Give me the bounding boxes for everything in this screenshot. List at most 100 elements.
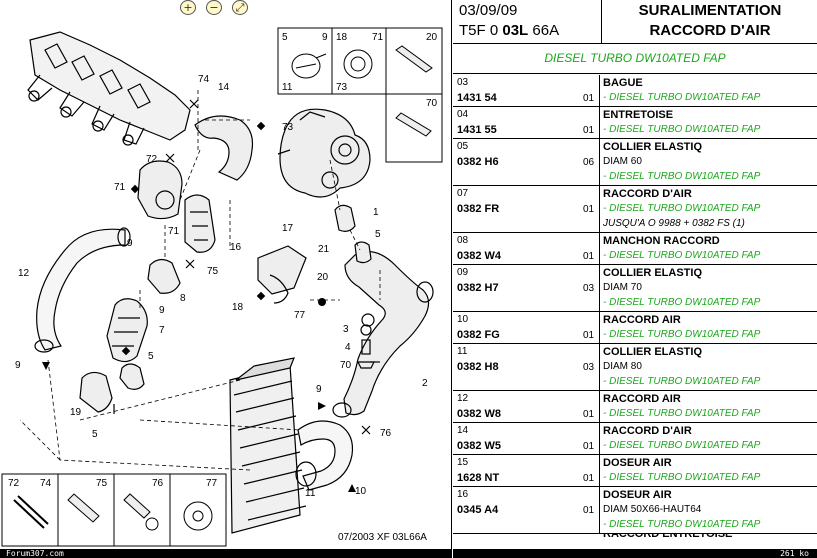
part-index: 09 bbox=[457, 267, 469, 278]
column-divider bbox=[599, 265, 600, 311]
zoom-fit-icon[interactable]: ⤢ bbox=[232, 0, 248, 15]
callout-7: 7 bbox=[159, 325, 165, 336]
callout-11: 11 bbox=[305, 488, 316, 499]
part-index: 16 bbox=[457, 489, 469, 500]
part-reference[interactable]: 0382 FR bbox=[457, 203, 500, 215]
part-reference[interactable]: 0382 H8 bbox=[457, 361, 499, 373]
part-reference[interactable]: 0382 W4 bbox=[457, 250, 502, 262]
exploded-diagram: 74 14 73 72 71 9 71 16 75 17 21 12 8 20 … bbox=[1, 27, 443, 547]
column-divider bbox=[599, 487, 600, 533]
part-detail-line: - DIESEL TURBO DW10ATED FAP bbox=[603, 92, 761, 103]
part-row[interactable]: 09 0382 H7 03 COLLIER ELASTIQ DIAM 70 - DIESE… bbox=[453, 265, 817, 312]
part-reference[interactable]: 1431 55 bbox=[457, 124, 497, 136]
svg-text:70: 70 bbox=[426, 98, 438, 109]
header-divider bbox=[601, 0, 602, 44]
column-divider bbox=[599, 455, 600, 486]
callout-75: 75 bbox=[207, 266, 219, 277]
part-detail-line: - DIESEL TURBO DW10ATED FAP bbox=[603, 376, 761, 387]
svg-text:20: 20 bbox=[426, 32, 438, 43]
column-divider bbox=[599, 186, 600, 232]
part-description: RACCORD D'AIR- DIESEL TURBO DW10ATED FAP bbox=[603, 424, 815, 453]
part-reference[interactable]: 0382 FG bbox=[457, 329, 500, 341]
file-size: 261 ko bbox=[780, 549, 809, 558]
part-reference[interactable]: 0382 W8 bbox=[457, 408, 502, 420]
zoom-out-icon[interactable]: − bbox=[206, 0, 222, 15]
part-detail-line: DIAM 80 bbox=[603, 361, 642, 372]
part-name: COLLIER ELASTIQ bbox=[603, 267, 702, 279]
file-size-bar: 261 ko bbox=[453, 549, 817, 558]
part-reference[interactable]: 0382 H7 bbox=[457, 282, 499, 294]
part-quantity: 06 bbox=[583, 157, 595, 168]
callout-12: 12 bbox=[18, 268, 30, 279]
part-description: BAGUE- DIESEL TURBO DW10ATED FAP bbox=[603, 76, 815, 105]
svg-text:11: 11 bbox=[282, 82, 293, 93]
part-quantity: 01 bbox=[583, 505, 595, 516]
part-quantity: 01 bbox=[583, 473, 595, 484]
part-index: 10 bbox=[457, 314, 469, 325]
part-detail-line: - DIESEL TURBO DW10ATED FAP bbox=[603, 171, 761, 182]
part-quantity: 03 bbox=[583, 283, 595, 294]
zoom-in-icon[interactable]: + bbox=[180, 0, 196, 15]
next-part-name: RACCORD ENTRETOISE bbox=[603, 534, 733, 540]
diagram-pane[interactable]: 74 14 73 72 71 9 71 16 75 17 21 12 8 20 … bbox=[0, 0, 452, 558]
part-description: RACCORD AIR- DIESEL TURBO DW10ATED FAP bbox=[603, 313, 815, 342]
callout-5c: 5 bbox=[92, 429, 98, 440]
callout-72: 72 bbox=[146, 154, 158, 165]
column-divider bbox=[599, 233, 600, 264]
part-row[interactable]: 03 1431 54 01 BAGUE- DIESEL TURBO DW10ATED … bbox=[453, 75, 817, 107]
column-divider bbox=[599, 75, 600, 106]
callout-9a: 9 bbox=[127, 238, 133, 249]
part-name: MANCHON RACCORD bbox=[603, 235, 720, 247]
part-quantity: 01 bbox=[583, 251, 595, 262]
part-description: RACCORD D'AIR- DIESEL TURBO DW10ATED FAP… bbox=[603, 187, 815, 231]
column-divider bbox=[599, 423, 600, 454]
part-reference[interactable]: 1628 NT bbox=[457, 472, 500, 484]
svg-text:75: 75 bbox=[96, 478, 108, 489]
part-reference[interactable]: 1431 54 bbox=[457, 92, 497, 104]
part-description: DOSEUR AIR- DIESEL TURBO DW10ATED FAP bbox=[603, 456, 815, 485]
part-name: RACCORD D'AIR bbox=[603, 188, 692, 200]
column-divider bbox=[599, 139, 600, 185]
part-quantity: 01 bbox=[583, 93, 595, 104]
engine-subtitle: DIESEL TURBO DW10ATED FAP bbox=[453, 44, 817, 74]
header-date: 03/09/09 bbox=[459, 2, 518, 19]
part-quantity: 03 bbox=[583, 362, 595, 373]
part-detail-line: - DIESEL TURBO DW10ATED FAP bbox=[603, 297, 761, 308]
part-detail-line: DIAM 70 bbox=[603, 282, 642, 293]
part-detail-line: - DIESEL TURBO DW10ATED FAP bbox=[603, 519, 761, 530]
part-index: 03 bbox=[457, 77, 469, 88]
svg-text:18: 18 bbox=[336, 32, 348, 43]
callout-5a: 5 bbox=[375, 229, 381, 240]
part-name: DOSEUR AIR bbox=[603, 489, 672, 501]
callout-9b: 9 bbox=[159, 305, 165, 316]
part-detail-line: - DIESEL TURBO DW10ATED FAP bbox=[603, 440, 761, 451]
callout-10: 10 bbox=[355, 486, 367, 497]
callout-14: 14 bbox=[218, 82, 230, 93]
parts-table: 03 1431 54 01 BAGUE- DIESEL TURBO DW10ATED … bbox=[453, 75, 817, 540]
callout-20: 20 bbox=[317, 272, 329, 283]
part-quantity: 01 bbox=[583, 409, 595, 420]
part-reference[interactable]: 0382 H6 bbox=[457, 156, 499, 168]
part-reference[interactable]: 0382 W5 bbox=[457, 440, 502, 452]
svg-text:77: 77 bbox=[206, 478, 218, 489]
callout-71a: 71 bbox=[114, 182, 126, 193]
footer-site[interactable]: Forum307.com bbox=[6, 549, 64, 558]
part-description: ENTRETOISE- DIESEL TURBO DW10ATED FAP bbox=[603, 108, 815, 137]
part-reference[interactable]: 0345 A4 bbox=[457, 504, 499, 516]
part-index: 14 bbox=[457, 425, 469, 436]
svg-text:73: 73 bbox=[336, 82, 348, 93]
inset-screw-70 bbox=[385, 93, 443, 163]
callout-9c: 9 bbox=[316, 384, 322, 395]
part-index: 11 bbox=[457, 346, 468, 357]
